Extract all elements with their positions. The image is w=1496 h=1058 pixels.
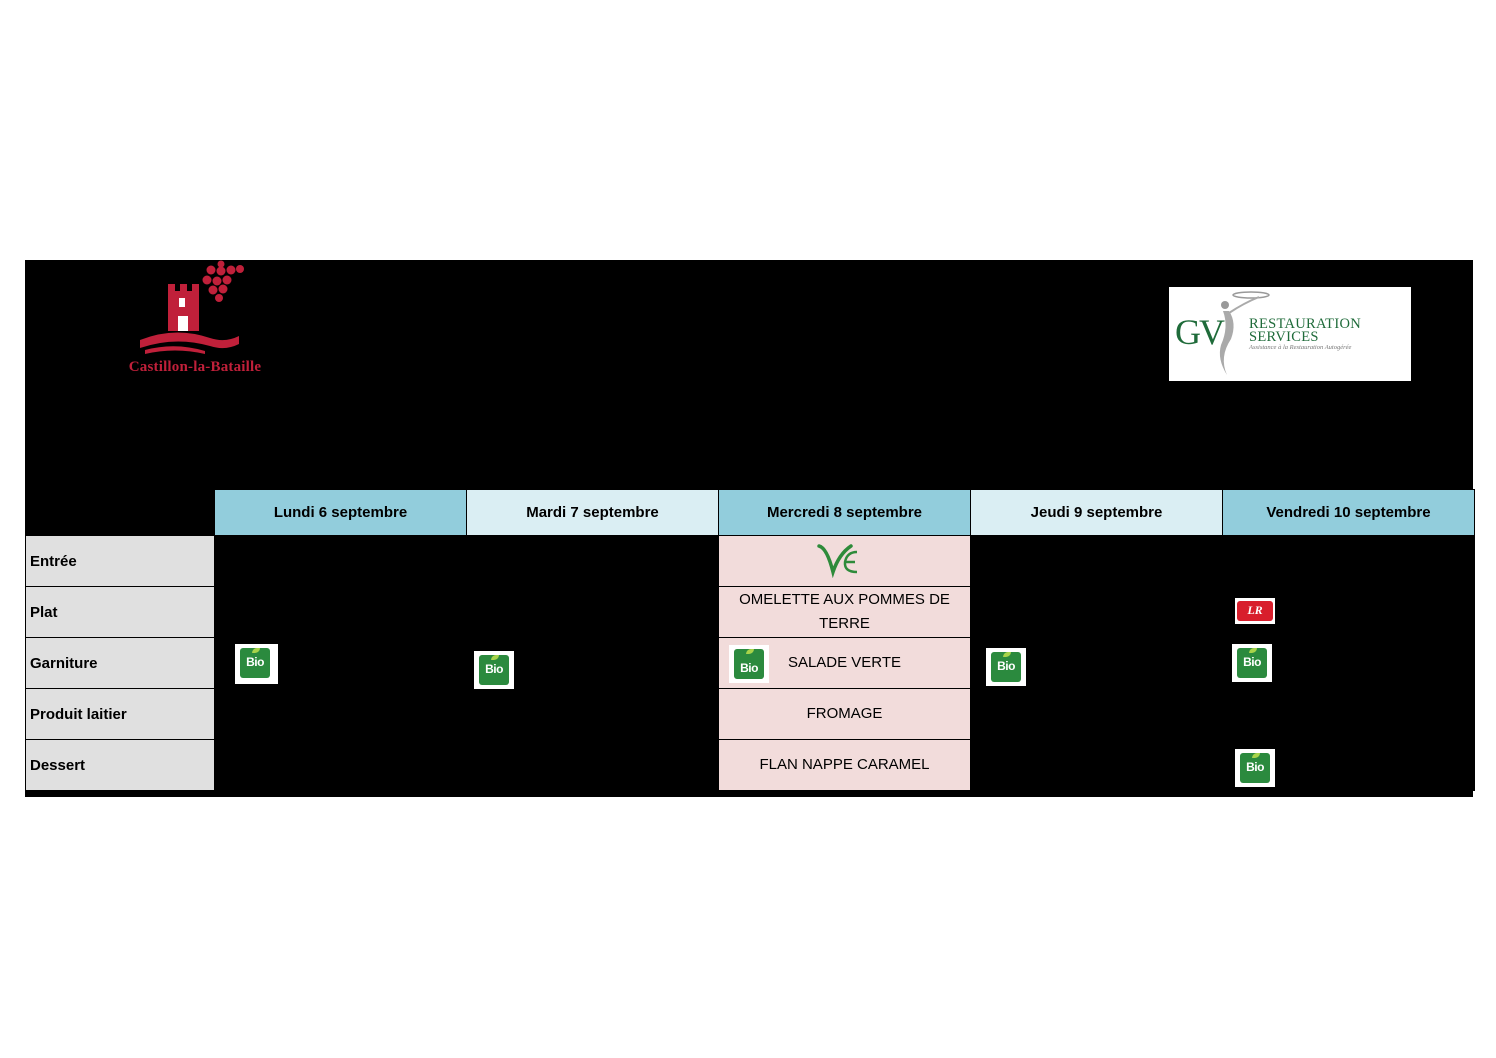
- cell-tuesday-plat: [466, 586, 719, 638]
- cell-wednesday-entree: [718, 535, 971, 587]
- row-label-entree: Entrée: [25, 535, 215, 587]
- cell-monday-garniture: Bio: [214, 637, 467, 689]
- cell-wednesday-dessert: FLAN NAPPE CARAMEL: [718, 739, 971, 791]
- castillon-logo: Castillon-la-Bataille: [95, 258, 295, 378]
- row-dessert: Dessert FLAN NAPPE CARAMEL Bio: [25, 739, 1475, 791]
- corner-cell: [25, 489, 215, 536]
- row-label-plat: Plat: [25, 586, 215, 638]
- gv-line-services: SERVICES: [1249, 329, 1319, 345]
- day-header-tuesday: Mardi 7 septembre: [466, 489, 719, 536]
- day-header-thursday: Jeudi 9 septembre: [970, 489, 1223, 536]
- castillon-logo-text: Castillon-la-Bataille: [128, 359, 262, 375]
- castle-grapes-icon: [140, 260, 244, 354]
- label-rouge-icon: LR: [1235, 598, 1275, 624]
- bio-icon: Bio: [986, 648, 1026, 686]
- row-plat: Plat OMELETTE AUX POMMES DE TERRE LR: [25, 586, 1475, 638]
- cell-monday-dessert: [214, 739, 467, 791]
- cell-friday-produit-laitier: [1222, 688, 1475, 740]
- cell-thursday-entree: [970, 535, 1223, 587]
- cell-monday-produit-laitier: [214, 688, 467, 740]
- vegetarian-icon: [817, 544, 858, 578]
- header-row: Lundi 6 septembre Mardi 7 septembre Merc…: [25, 489, 1475, 536]
- cell-friday-entree: [1222, 535, 1475, 587]
- cell-thursday-dessert: [970, 739, 1223, 791]
- cell-wednesday-garniture: Bio SALADE VERTE: [718, 637, 971, 689]
- cell-tuesday-dessert: [466, 739, 719, 791]
- row-entree: Entrée: [25, 535, 1475, 587]
- day-header-wednesday: Mercredi 8 septembre: [718, 489, 971, 536]
- cell-tuesday-entree: [466, 535, 719, 587]
- gv-letters: GV: [1175, 312, 1225, 352]
- day-header-monday: Lundi 6 septembre: [214, 489, 467, 536]
- cell-tuesday-garniture: Bio: [466, 637, 719, 689]
- gv-restauration-logo: GV RESTAURATION SERVICES Assistance à la…: [1169, 287, 1411, 381]
- cell-tuesday-produit-laitier: [466, 688, 719, 740]
- cell-thursday-produit-laitier: [970, 688, 1223, 740]
- bio-icon: Bio: [729, 645, 769, 683]
- gv-line-restauration: RESTAURATION: [1249, 316, 1361, 332]
- cell-friday-garniture: Bio: [1222, 637, 1475, 689]
- row-label-garniture: Garniture: [25, 637, 215, 689]
- bio-icon: Bio: [474, 651, 514, 689]
- cell-wednesday-produit-laitier: FROMAGE: [718, 688, 971, 740]
- gv-tagline: Assistance à la Restauration Autogérée: [1249, 344, 1352, 351]
- dish-dessert: FLAN NAPPE CARAMEL: [759, 756, 930, 773]
- cell-thursday-garniture: Bio: [970, 637, 1223, 689]
- waiter-figure-icon: [1219, 291, 1270, 375]
- cell-monday-entree: [214, 535, 467, 587]
- bio-icon: Bio: [1235, 749, 1275, 787]
- cell-friday-plat: LR: [1222, 586, 1475, 638]
- cell-thursday-plat: [970, 586, 1223, 638]
- dish-garniture: SALADE VERTE: [787, 654, 902, 671]
- day-header-friday: Vendredi 10 septembre: [1222, 489, 1475, 536]
- dish-produit-laitier: FROMAGE: [806, 705, 883, 722]
- cell-wednesday-plat: OMELETTE AUX POMMES DE TERRE: [718, 586, 971, 638]
- row-garniture: Garniture Bio Bio Bio SALADE VERTE Bio: [25, 637, 1475, 689]
- cell-monday-plat: [214, 586, 467, 638]
- bio-icon: Bio: [235, 644, 278, 684]
- weekly-menu-table: Lundi 6 septembre Mardi 7 septembre Merc…: [25, 489, 1475, 791]
- row-label-produit-laitier: Produit laitier: [25, 688, 215, 740]
- bio-icon: Bio: [1232, 644, 1272, 682]
- row-label-dessert: Dessert: [25, 739, 215, 791]
- row-produit-laitier: Produit laitier FROMAGE: [25, 688, 1475, 740]
- dish-plat: OMELETTE AUX POMMES DE TERRE: [739, 591, 950, 632]
- cell-friday-dessert: Bio: [1222, 739, 1475, 791]
